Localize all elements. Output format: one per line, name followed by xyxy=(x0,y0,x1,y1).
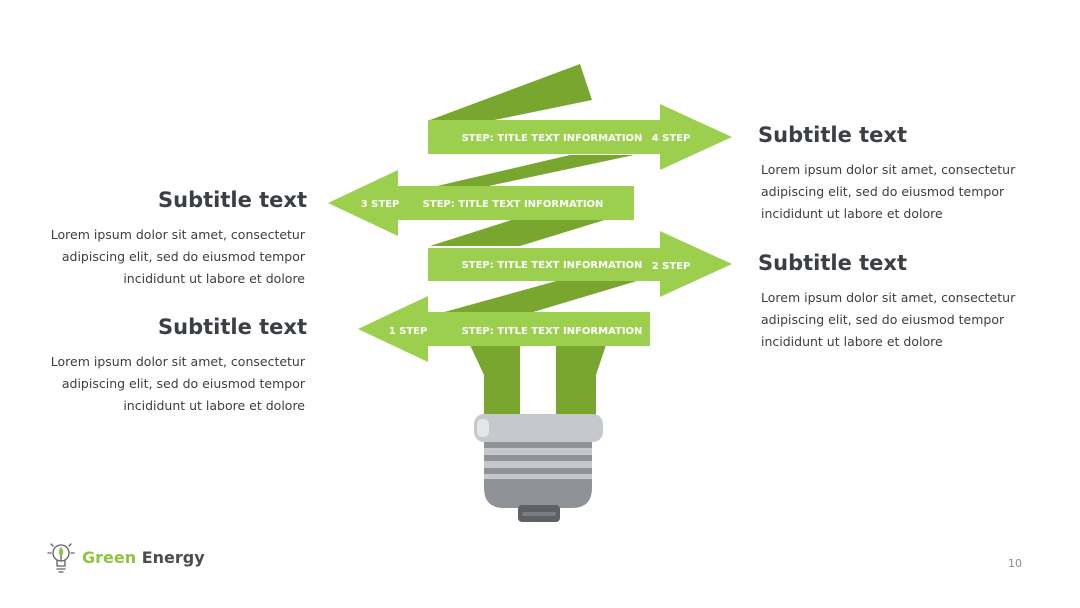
arrow-number-2: 2 STEP xyxy=(652,261,691,272)
brand-name: Green Energy xyxy=(82,548,205,567)
arrow-title-4: STEP: TITLE TEXT INFORMATION xyxy=(462,133,643,144)
callout-left-top-body: Lorem ipsum dolor sit amet, consectetur … xyxy=(50,227,305,286)
arrow-title-2: STEP: TITLE TEXT INFORMATION xyxy=(462,260,643,271)
page-number: 10 xyxy=(1008,557,1022,570)
arrow-shape-3 xyxy=(328,170,634,236)
callout-right-bottom-body: Lorem ipsum dolor sit amet, consectetur … xyxy=(761,290,1016,349)
arrow-number-3: 3 STEP xyxy=(361,199,400,210)
lightbulb-icon xyxy=(47,543,75,573)
base-collar-highlight xyxy=(477,419,489,437)
stem-right xyxy=(556,345,606,415)
bulb-base xyxy=(474,414,603,522)
arrow-shape-2 xyxy=(428,231,732,297)
callout-left-bottom-body: Lorem ipsum dolor sit amet, consectetur … xyxy=(50,354,305,413)
brand-word-green: Green xyxy=(82,547,137,567)
spiral-ribbon-2-1 xyxy=(430,280,640,316)
base-thread-2 xyxy=(484,461,592,468)
arrow-title-1: STEP: TITLE TEXT INFORMATION xyxy=(462,326,643,337)
callout-right-top-body: Lorem ipsum dolor sit amet, consectetur … xyxy=(761,162,1016,221)
base-tip-line xyxy=(522,512,556,516)
arrow-title-3: STEP: TITLE TEXT INFORMATION xyxy=(423,199,604,210)
callout-right-bottom-title: Subtitle text xyxy=(758,251,907,275)
arrow-step-3: 3 STEP STEP: TITLE TEXT INFORMATION xyxy=(328,170,634,236)
brand-word-energy: Energy xyxy=(141,547,205,567)
base-thread-3 xyxy=(484,474,592,479)
bulb-stems xyxy=(470,345,606,415)
brand-logo: Green Energy xyxy=(46,540,205,574)
arrow-step-4: STEP: TITLE TEXT INFORMATION 4 STEP xyxy=(428,104,732,170)
callout-left-bottom-title: Subtitle text xyxy=(158,315,307,339)
arrow-number-1: 1 STEP xyxy=(389,326,428,337)
arrow-number-4: 4 STEP xyxy=(652,133,691,144)
arrow-step-2: STEP: TITLE TEXT INFORMATION 2 STEP xyxy=(428,231,732,297)
arrow-shape-4 xyxy=(428,104,732,170)
stem-left xyxy=(470,345,520,415)
arrow-shape-1 xyxy=(358,296,650,362)
base-collar xyxy=(474,414,603,442)
spiral-top-tail xyxy=(430,64,592,125)
base-thread-1 xyxy=(484,448,592,455)
spiral-ribbon-4-3 xyxy=(420,155,634,190)
callout-left-top-title: Subtitle text xyxy=(158,188,307,212)
arrow-step-1: 1 STEP STEP: TITLE TEXT INFORMATION xyxy=(358,296,650,362)
callout-right-top-title: Subtitle text xyxy=(758,123,907,147)
